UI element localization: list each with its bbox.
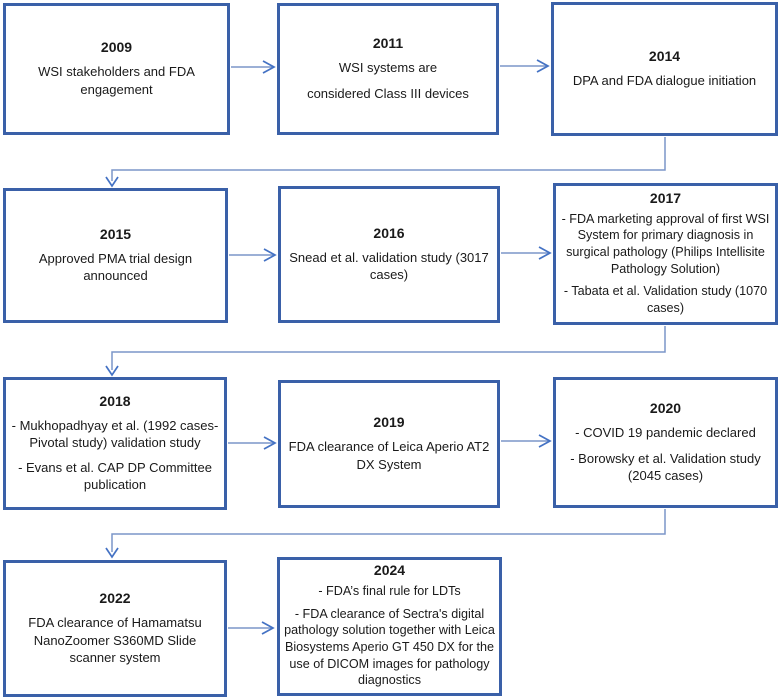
timeline-box-2016: 2016 Snead et al. validation study (3017… (278, 186, 500, 323)
year-label: 2015 (99, 225, 132, 242)
box-text: - FDA’s final rule for LDTs (318, 584, 461, 599)
year-label: 2009 (100, 39, 133, 56)
timeline-box-2017: 2017 - FDA marketing approval of first W… (553, 183, 778, 325)
year-label: 2018 (99, 392, 131, 409)
timeline-box-2015: 2015 Approved PMA trial design announced (3, 188, 228, 323)
box-text: - FDA clearance of Sectra's digital path… (284, 606, 495, 688)
arrow-right-icon (231, 60, 276, 74)
year-label: 2011 (372, 35, 404, 52)
year-label: 2022 (99, 590, 131, 607)
box-text: - Tabata et al. Validation study (1070 c… (563, 284, 768, 315)
connector-down-icon (105, 137, 666, 188)
timeline-box-2011: 2011 WSI systems are considered Class II… (277, 3, 499, 135)
box-text: - FDA marketing approval of first WSI Sy… (561, 211, 770, 276)
arrow-right-icon (228, 621, 275, 635)
connector-down-icon (105, 326, 666, 377)
connector-down-icon (105, 509, 666, 559)
year-label: 2016 (373, 224, 405, 241)
box-text: FDA clearance of Leica Aperio AT2 DX Sys… (288, 439, 490, 472)
box-text: Snead et al. validation study (3017 case… (289, 249, 489, 283)
box-text: - COVID 19 pandemic declared (575, 425, 756, 441)
year-label: 2017 (649, 189, 682, 206)
timeline-box-2024: 2024 - FDA’s final rule for LDTs - FDA c… (277, 557, 502, 696)
timeline-box-2018: 2018 - Mukhopadhyay et al. (1992 cases- … (3, 377, 227, 510)
box-text: - Mukhopadhyay et al. (1992 cases- Pivot… (11, 417, 219, 450)
box-text: Approved PMA trial design announced (38, 250, 193, 284)
arrow-right-icon (501, 246, 552, 260)
year-label: 2020 (649, 400, 682, 417)
year-label: 2019 (373, 414, 405, 431)
box-text: FDA clearance of Hamamatsu NanoZoomer S3… (28, 615, 202, 665)
box-text: WSI systems are (338, 60, 438, 76)
arrow-right-icon (229, 248, 277, 262)
year-label: 2024 (373, 562, 406, 579)
timeline-box-2019: 2019 FDA clearance of Leica Aperio AT2 D… (278, 380, 500, 508)
arrow-right-icon (228, 436, 277, 450)
timeline-box-2009: 2009 WSI stakeholders and FDA engagement (3, 3, 230, 135)
box-text: - Borowsky et al. Validation study (2045… (570, 450, 761, 483)
timeline-box-2014: 2014 DPA and FDA dialogue initiation (551, 2, 778, 136)
arrow-right-icon (500, 59, 550, 73)
box-text: DPA and FDA dialogue initiation (572, 73, 757, 89)
arrow-right-icon (501, 434, 552, 448)
year-label: 2014 (648, 47, 681, 64)
box-text: WSI stakeholders and FDA engagement (38, 64, 195, 97)
timeline-box-2022: 2022 FDA clearance of Hamamatsu NanoZoom… (3, 560, 227, 697)
timeline-box-2020: 2020 - COVID 19 pandemic declared - Boro… (553, 377, 778, 508)
box-text: considered Class III devices (307, 85, 469, 101)
box-text: - Evans et al. CAP DP Committee publicat… (18, 460, 212, 493)
